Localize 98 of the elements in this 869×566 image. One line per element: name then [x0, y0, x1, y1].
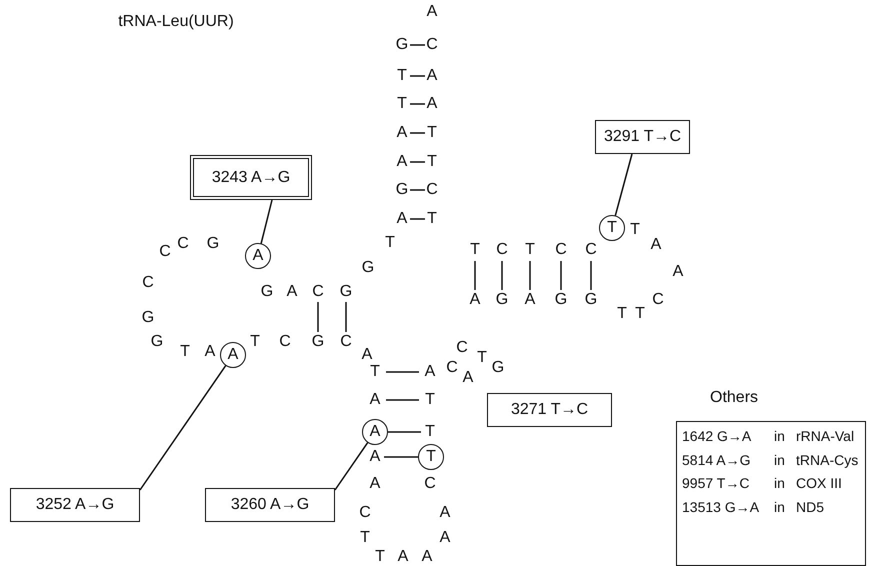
- nucleotide-letter: T: [427, 125, 437, 141]
- nucleotide-letter: T: [375, 549, 385, 565]
- table-cell: rRNA-Val: [796, 428, 854, 444]
- nucleotide-letter: C: [585, 242, 597, 258]
- mutation-label-box: 3291 T→C: [595, 120, 690, 154]
- circled-nucleotide: A: [245, 243, 271, 269]
- table-cell: 9957 T→C: [682, 475, 750, 491]
- nucleotide-letter: A: [204, 344, 216, 360]
- circled-nucleotide: T: [599, 215, 625, 241]
- leader-line: [260, 200, 273, 244]
- nucleotide-letter: C: [426, 37, 438, 53]
- table-cell: ND5: [796, 498, 824, 514]
- nucleotide-letter: C: [340, 334, 352, 350]
- nucleotide-letter: A: [396, 154, 408, 170]
- table-cell: in: [774, 428, 785, 444]
- nucleotide-letter: G: [396, 37, 408, 53]
- nucleotide-letter: T: [180, 344, 190, 360]
- nucleotide-letter: A: [650, 237, 662, 253]
- leader-line: [334, 442, 368, 490]
- nucleotide-letter: G: [312, 334, 324, 350]
- nucleotide-letter: T: [385, 235, 395, 251]
- nucleotide-letter: C: [279, 334, 291, 350]
- table-cell: 5814 A→G: [682, 452, 750, 468]
- mutation-label-box: 3252 A→G: [10, 488, 140, 522]
- nucleotide-letter: A: [370, 476, 380, 492]
- leader-line: [139, 365, 226, 490]
- nucleotide-letter: A: [370, 449, 380, 465]
- table-cell: tRNA-Cys: [796, 452, 858, 468]
- nucleotide-letter: G: [142, 310, 154, 326]
- nucleotide-letter: G: [584, 292, 598, 308]
- nucleotide-letter: T: [427, 154, 437, 170]
- nucleotide-letter: G: [340, 284, 352, 300]
- nucleotide-letter: G: [206, 236, 220, 252]
- table-heading: Others: [710, 389, 758, 407]
- circled-nucleotide: A: [362, 419, 388, 445]
- nucleotide-letter: G: [362, 260, 374, 276]
- nucleotide-letter: C: [446, 360, 458, 376]
- nucleotide-letter: C: [555, 242, 567, 258]
- table-cell: in: [774, 452, 785, 468]
- nucleotide-letter: G: [260, 284, 274, 300]
- nucleotide-letter: T: [630, 222, 640, 238]
- nucleotide-letter: C: [496, 242, 508, 258]
- diagram-title: tRNA-Leu(UUR): [118, 14, 234, 30]
- nucleotide-letter: T: [617, 306, 627, 322]
- nucleotide-letter: C: [652, 292, 664, 308]
- nucleotide-letter: T: [635, 306, 645, 322]
- nucleotide-letter: T: [397, 96, 407, 112]
- nucleotide-letter: C: [426, 182, 438, 198]
- nucleotide-letter: C: [456, 340, 468, 356]
- circled-nucleotide: T: [418, 444, 444, 470]
- nucleotide-letter: C: [142, 275, 154, 291]
- nucleotide-letter: G: [150, 334, 164, 350]
- nucleotide-letter: A: [470, 292, 480, 308]
- nucleotide-letter: C: [159, 244, 171, 260]
- nucleotide-letter: A: [398, 549, 408, 565]
- nucleotide-letter: A: [426, 4, 438, 20]
- mutation-label-box: 3260 A→G: [205, 488, 335, 522]
- nucleotide-letter: T: [477, 350, 487, 366]
- nucleotide-letter: A: [462, 370, 474, 386]
- table-cell: in: [774, 475, 785, 491]
- nucleotide-letter: A: [286, 284, 298, 300]
- nucleotide-letter: T: [427, 211, 437, 227]
- mutation-label-box: 3271 T→C: [487, 393, 612, 427]
- nucleotide-letter: T: [370, 364, 380, 380]
- nucleotide-letter: A: [424, 364, 436, 380]
- nucleotide-letter: G: [492, 360, 504, 376]
- nucleotide-letter: C: [424, 476, 436, 492]
- nucleotide-letter: T: [425, 392, 435, 408]
- nucleotide-letter: T: [425, 424, 435, 440]
- nucleotide-letter: G: [396, 182, 408, 198]
- nucleotide-letter: C: [177, 236, 189, 252]
- nucleotide-letter: T: [360, 530, 370, 546]
- table-cell: 1642 G→A: [682, 428, 752, 444]
- nucleotide-letter: T: [397, 68, 407, 84]
- nucleotide-letter: A: [426, 96, 438, 112]
- leader-line: [614, 154, 633, 216]
- nucleotide-letter: T: [525, 242, 535, 258]
- nucleotide-letter: A: [362, 347, 372, 363]
- nucleotide-letter: T: [470, 242, 480, 258]
- nucleotide-letter: A: [422, 549, 432, 565]
- nucleotide-letter: A: [440, 505, 450, 521]
- nucleotide-letter: C: [312, 284, 324, 300]
- nucleotide-letter: A: [370, 392, 380, 408]
- nucleotide-letter: G: [496, 292, 508, 308]
- circled-nucleotide: A: [220, 342, 246, 368]
- table-cell: in: [774, 498, 785, 514]
- nucleotide-letter: A: [426, 68, 438, 84]
- nucleotide-letter: A: [396, 211, 408, 227]
- table-cell: COX III: [796, 475, 842, 491]
- nucleotide-letter: A: [440, 530, 450, 546]
- nucleotide-letter: A: [672, 264, 684, 280]
- nucleotide-letter: T: [250, 334, 260, 350]
- nucleotide-letter: G: [554, 292, 568, 308]
- nucleotide-letter: A: [524, 292, 536, 308]
- table-cell: 13513 G→A: [682, 498, 760, 514]
- nucleotide-letter: A: [396, 125, 408, 141]
- nucleotide-letter: C: [359, 505, 371, 521]
- mutation-label-box: 3243 A→G: [190, 155, 312, 200]
